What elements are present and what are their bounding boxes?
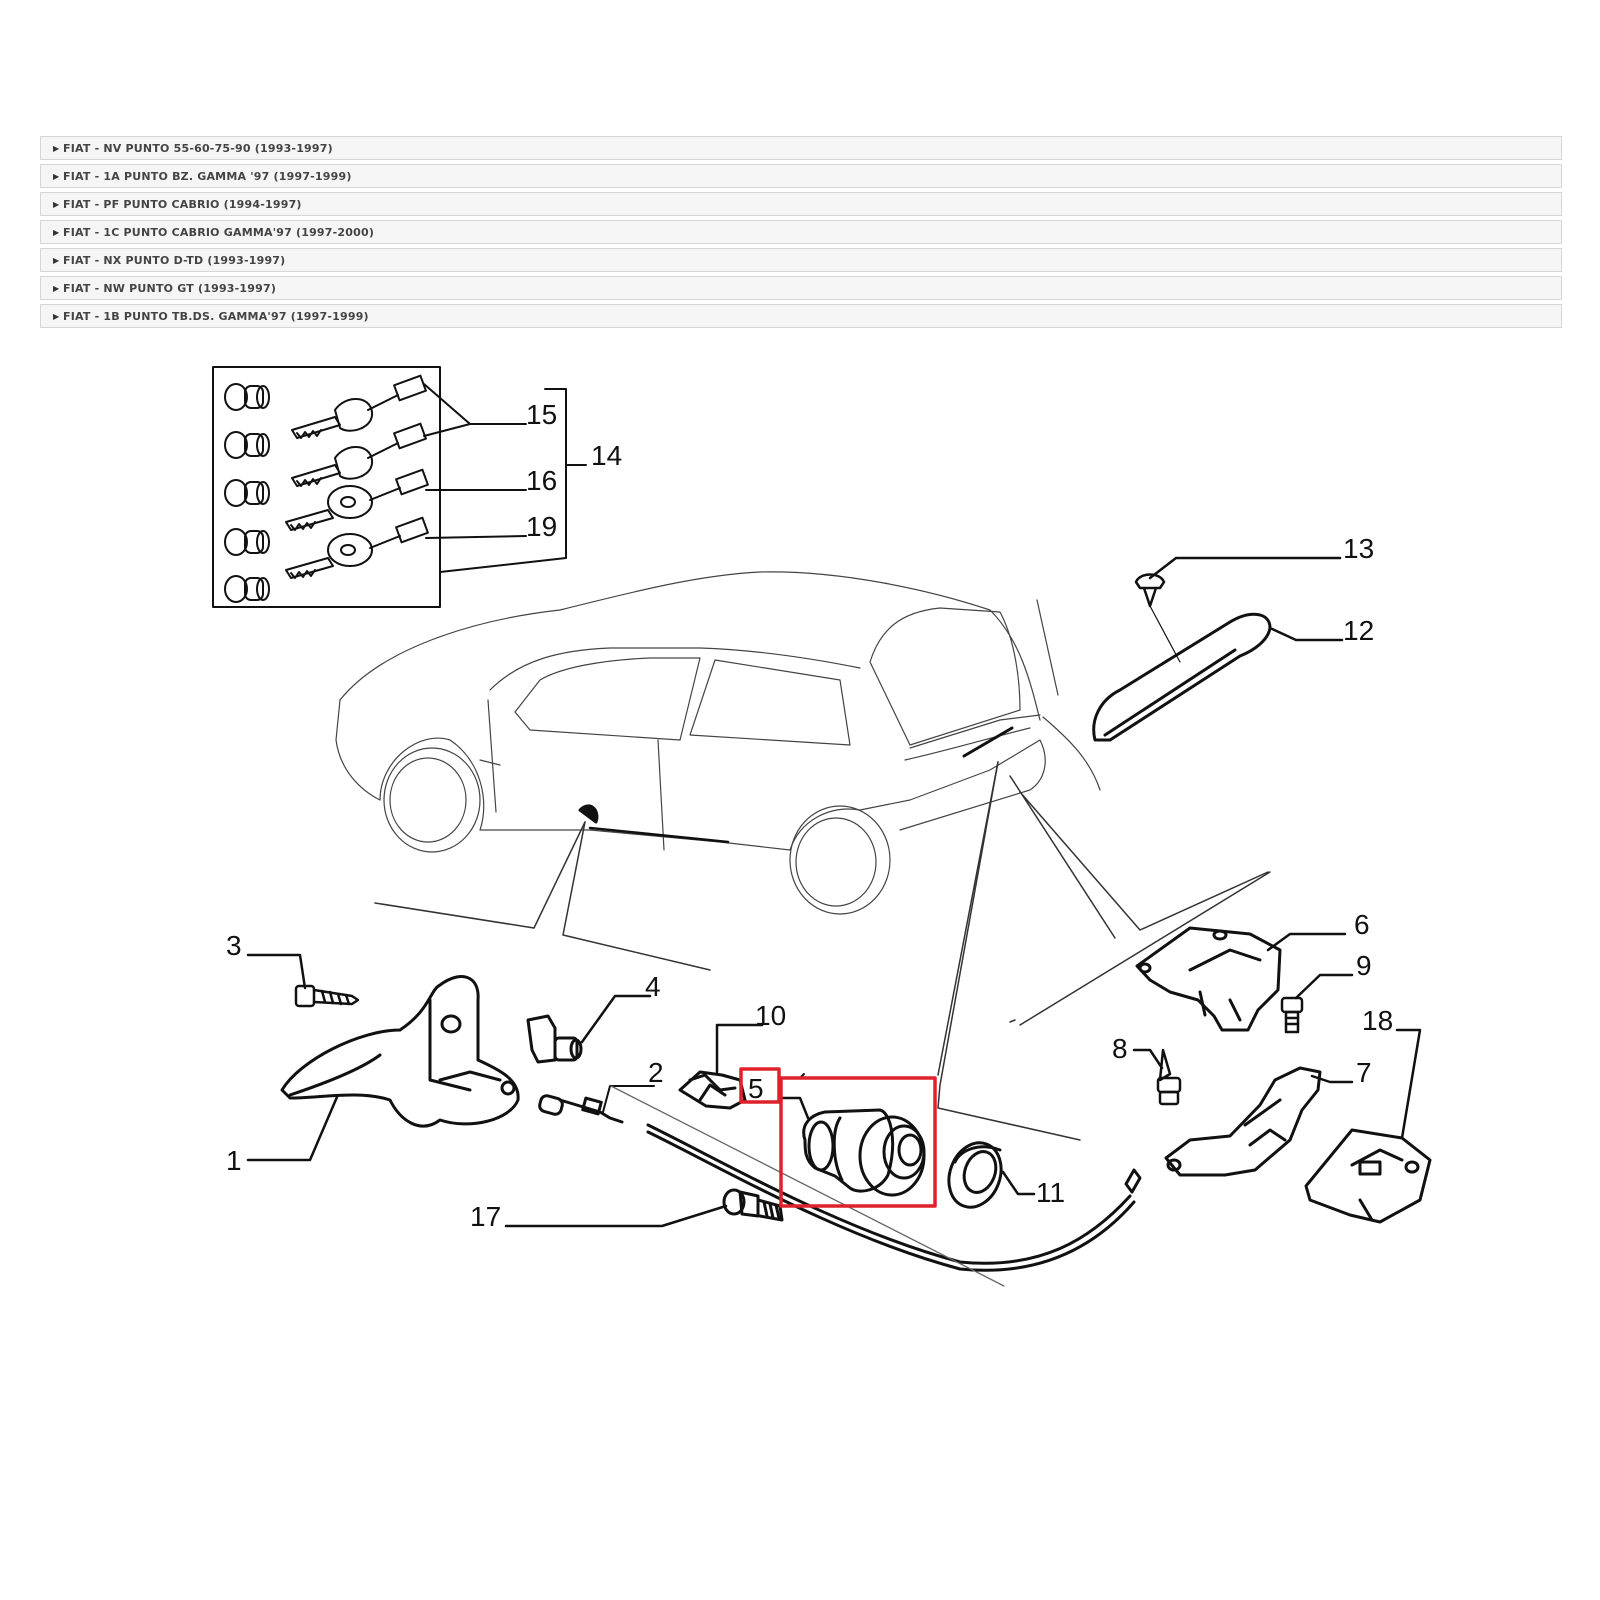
bolt-part-17 <box>722 1188 784 1222</box>
model-row[interactable]: ▶FIAT - PF PUNTO CABRIO (1994-1997) <box>40 192 1562 216</box>
lock-cylinder-part <box>224 431 270 459</box>
expand-arrow-icon: ▶ <box>53 311 60 321</box>
expand-arrow-icon: ▶ <box>53 143 60 153</box>
lock-cylinder-part <box>224 528 270 556</box>
door-handle-part-1 <box>280 975 520 1128</box>
key-part <box>291 374 427 439</box>
lock-bracket-part-6 <box>1135 926 1282 1032</box>
key-set-inset <box>212 366 587 608</box>
callout-18: 18 <box>1362 1005 1393 1036</box>
callout-2: 2 <box>648 1057 664 1088</box>
callout-9: 9 <box>1356 950 1372 981</box>
lock-cylinder-part <box>224 575 270 603</box>
model-label: FIAT - 1A PUNTO BZ. GAMMA '97 (1997-1999… <box>63 169 352 183</box>
model-row[interactable]: ▶FIAT - NW PUNTO GT (1993-1997) <box>40 276 1562 300</box>
highlight-box-label-5 <box>739 1067 781 1104</box>
callout-10: 10 <box>755 1000 786 1031</box>
model-label: FIAT - PF PUNTO CABRIO (1994-1997) <box>63 197 302 211</box>
model-label: FIAT - 1C PUNTO CABRIO GAMMA'97 (1997-20… <box>63 225 375 239</box>
car-outline <box>335 571 1101 915</box>
key-part <box>285 516 429 579</box>
callout-7: 7 <box>1356 1057 1372 1088</box>
callout-17: 17 <box>470 1201 501 1232</box>
callout-11: 11 <box>1036 1177 1065 1208</box>
expand-arrow-icon: ▶ <box>53 227 60 237</box>
callout-12: 12 <box>1343 615 1374 646</box>
callout-13: 13 <box>1343 533 1374 564</box>
callout-15: 15 <box>526 399 557 430</box>
model-list: ▶FIAT - NV PUNTO 55-60-75-90 (1993-1997)… <box>40 136 1562 332</box>
cover-part-18 <box>1304 1128 1432 1224</box>
gasket-part-11 <box>947 1141 1003 1209</box>
model-label: FIAT - NX PUNTO D-TD (1993-1997) <box>63 253 286 267</box>
bolt-part-9 <box>1280 996 1304 1034</box>
callout-3: 3 <box>226 930 242 961</box>
callout-14: 14 <box>591 440 622 471</box>
key-part <box>285 468 429 531</box>
key-part <box>291 422 427 487</box>
clip-part-10 <box>678 1070 747 1110</box>
callout-6: 6 <box>1354 909 1370 940</box>
callout-4: 4 <box>645 971 661 1002</box>
callout-5: 5 <box>748 1073 764 1104</box>
screw-part-8 <box>1156 1048 1182 1106</box>
expand-arrow-icon: ▶ <box>53 199 60 209</box>
highlight-box-part-5 <box>779 1076 937 1208</box>
callout-1: 1 <box>226 1145 242 1176</box>
connector-part-4 <box>526 1014 583 1064</box>
model-label: FIAT - NV PUNTO 55-60-75-90 (1993-1997) <box>63 141 333 155</box>
clip-part-13 <box>1134 573 1181 663</box>
rod-part-2 <box>538 1094 1142 1272</box>
expand-arrow-icon: ▶ <box>53 255 60 265</box>
callout-8: 8 <box>1112 1033 1128 1064</box>
model-row[interactable]: ▶FIAT - 1B PUNTO TB.DS. GAMMA'97 (1997-1… <box>40 304 1562 328</box>
callout-19: 19 <box>526 511 557 542</box>
lock-cylinder-part <box>224 383 270 411</box>
lock-cylinder-part <box>224 479 270 507</box>
callout-16: 16 <box>526 465 557 496</box>
handle-strip-part-12 <box>1092 612 1272 742</box>
model-row[interactable]: ▶FIAT - NV PUNTO 55-60-75-90 (1993-1997) <box>40 136 1562 160</box>
lock-cylinder-part-5 <box>802 1108 926 1197</box>
model-row[interactable]: ▶FIAT - NX PUNTO D-TD (1993-1997) <box>40 248 1562 272</box>
expand-arrow-icon: ▶ <box>53 283 60 293</box>
callout-labels: 1 2 3 4 5 6 7 8 9 10 11 12 13 14 15 16 1… <box>226 399 1393 1232</box>
model-row[interactable]: ▶FIAT - 1A PUNTO BZ. GAMMA '97 (1997-199… <box>40 164 1562 188</box>
latch-part-7 <box>1164 1066 1322 1177</box>
model-row[interactable]: ▶FIAT - 1C PUNTO CABRIO GAMMA'97 (1997-2… <box>40 220 1562 244</box>
model-label: FIAT - 1B PUNTO TB.DS. GAMMA'97 (1997-19… <box>63 309 369 323</box>
model-label: FIAT - NW PUNTO GT (1993-1997) <box>63 281 277 295</box>
expand-arrow-icon: ▶ <box>53 171 60 181</box>
